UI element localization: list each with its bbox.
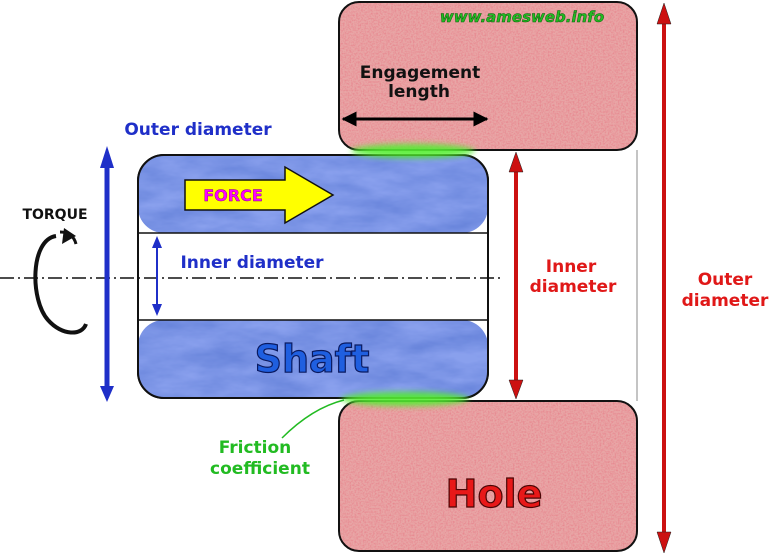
shaft-inner-diameter-label: Inner diameter <box>180 253 324 273</box>
shaft-inner-diameter-arrow <box>152 236 162 316</box>
friction-label-line1: Friction <box>219 438 292 458</box>
engagement-label-line1: Engagement <box>360 63 481 83</box>
torque-arrow-icon <box>33 228 88 335</box>
friction-glow-bottom <box>341 392 469 406</box>
force-label: FORCE <box>203 186 263 205</box>
shaft-outer-diameter-label: Outer diameter <box>124 120 272 140</box>
hole-inner-diameter-label-line2: diameter <box>530 277 617 297</box>
hole-bottom-block <box>338 400 638 552</box>
shaft-bottom-wall <box>138 320 488 398</box>
force-arrow: FORCE <box>184 165 335 225</box>
friction-glow-top <box>351 144 475 158</box>
engagement-label-line2: length <box>388 82 450 102</box>
hole-label: Hole <box>446 472 543 516</box>
watermark: www.amesweb.info <box>440 8 604 26</box>
torque-label: TORQUE <box>22 207 87 223</box>
shaft-label: Shaft <box>255 337 370 381</box>
hole-inner-diameter-arrow <box>508 151 524 400</box>
hole-outer-diameter-label-line1: Outer <box>698 270 753 290</box>
hole-outer-diameter-arrow <box>656 2 672 554</box>
friction-leader-line <box>281 399 345 439</box>
hole-inner-diameter-label-line1: Inner <box>546 257 597 277</box>
friction-label-line2: coefficient <box>210 459 310 479</box>
shaft-outer-diameter-arrow <box>100 146 114 402</box>
hole-outer-diameter-label-line2: diameter <box>682 291 769 311</box>
